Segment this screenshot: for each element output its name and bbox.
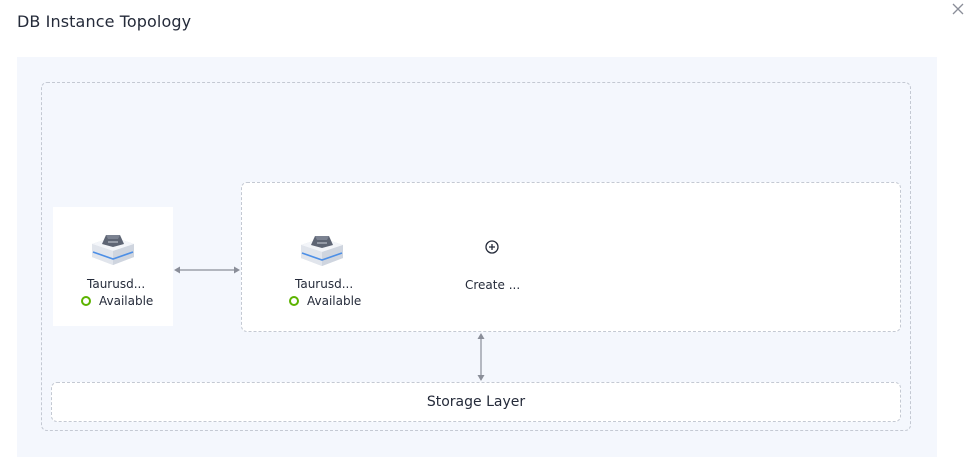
replica-group-frame: Taurusd... Available Create ... — [241, 182, 901, 332]
replica-node-status: Available — [289, 294, 361, 308]
topology-canvas: Taurusd... Available — [17, 57, 937, 457]
primary-node-status: Available — [81, 294, 153, 308]
cluster-frame — [41, 82, 911, 431]
primary-node[interactable]: Taurusd... Available — [53, 207, 173, 326]
storage-connector — [475, 332, 487, 382]
plus-circle-icon — [485, 239, 499, 254]
primary-node-status-text: Available — [99, 294, 154, 308]
primary-node-name: Taurusd... — [87, 277, 146, 291]
close-icon[interactable] — [950, 1, 966, 17]
dialog-title: DB Instance Topology — [17, 12, 192, 31]
storage-layer-label: Storage Layer — [426, 394, 526, 410]
replication-connector — [173, 261, 241, 274]
replica-node-name: Taurusd... — [295, 277, 354, 291]
replica-node-status-text: Available — [307, 294, 362, 308]
status-available-icon — [81, 296, 91, 306]
database-node-icon — [89, 229, 137, 269]
database-node-icon — [298, 230, 346, 270]
create-replica-button[interactable]: Create ... — [465, 239, 521, 299]
status-available-icon — [289, 296, 299, 306]
storage-layer: Storage Layer — [51, 382, 901, 422]
create-replica-label: Create ... — [465, 278, 521, 292]
replica-node[interactable]: Taurusd... Available — [282, 183, 402, 331]
